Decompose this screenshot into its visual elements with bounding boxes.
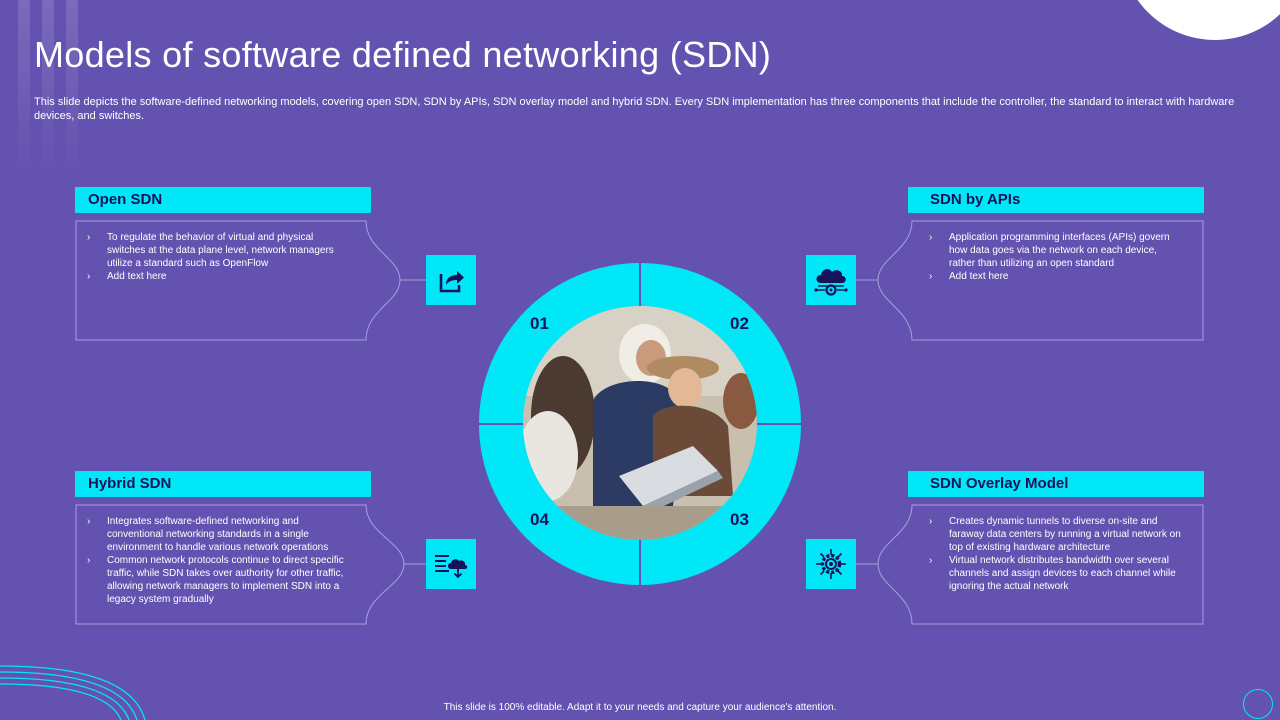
team-photo — [523, 306, 757, 540]
decorative-stripe — [66, 0, 78, 175]
list-item: ›Creates dynamic tunnels to diverse on-s… — [929, 516, 1181, 553]
sdn-by-apis-icon-box — [806, 255, 856, 305]
gear-network-icon — [816, 549, 846, 579]
bullet-icon: › — [929, 516, 933, 527]
list-item: ›To regulate the behavior of virtual and… — [87, 232, 334, 269]
bullet-icon: › — [929, 271, 933, 282]
list-item: ›Virtual network distributes bandwidth o… — [929, 555, 1176, 592]
number-04: 04 — [530, 510, 549, 529]
footer-note: This slide is 100% editable. Adapt it to… — [443, 702, 837, 713]
cloud-data-transfer-icon — [435, 555, 468, 579]
list-item: ›Integrates software-defined networking … — [87, 516, 329, 553]
list-item: ›Add text here — [87, 271, 167, 282]
points-open-sdn: ›To regulate the behavior of virtual and… — [87, 231, 349, 283]
points-sdn-by-apis: ›Application programming interfaces (API… — [929, 231, 1179, 283]
page-subtitle: This slide depicts the software-defined … — [34, 96, 1235, 122]
bullet-icon: › — [929, 555, 933, 566]
number-01: 01 — [530, 314, 549, 333]
list-item: ›Common network protocols continue to di… — [87, 555, 344, 605]
decorative-stripe — [18, 0, 30, 175]
bullet-icon: › — [87, 271, 91, 282]
bullet-icon: › — [87, 232, 91, 243]
number-03: 03 — [730, 510, 749, 529]
decorative-circle — [1120, 0, 1280, 40]
list-item: ›Application programming interfaces (API… — [929, 232, 1170, 269]
page-title: Models of software defined networking (S… — [34, 34, 772, 75]
bullet-icon: › — [87, 555, 91, 566]
decorative-stripe — [42, 0, 54, 175]
bullet-icon: › — [929, 232, 933, 243]
bullet-icon: › — [87, 516, 91, 527]
open-sdn-icon-box — [426, 255, 476, 305]
decorative-ring — [1243, 689, 1273, 719]
hybrid-sdn-icon-box — [426, 539, 476, 589]
number-02: 02 — [730, 314, 749, 333]
points-sdn-overlay-model: ›Creates dynamic tunnels to diverse on-s… — [929, 515, 1185, 593]
label-hybrid-sdn: Hybrid SDN — [75, 471, 371, 497]
sdn-overlay-model-icon-box — [806, 539, 856, 589]
label-sdn-overlay-model: SDN Overlay Model — [908, 471, 1204, 497]
cloud-gear-icon — [814, 269, 848, 296]
decorative-arcs — [0, 665, 146, 720]
share-icon — [439, 271, 464, 293]
list-item: ›Add text here — [929, 271, 1009, 282]
label-sdn-by-apis: SDN by APIs — [908, 187, 1204, 213]
points-hybrid-sdn: ›Integrates software-defined networking … — [87, 515, 357, 606]
label-open-sdn: Open SDN — [75, 187, 371, 213]
